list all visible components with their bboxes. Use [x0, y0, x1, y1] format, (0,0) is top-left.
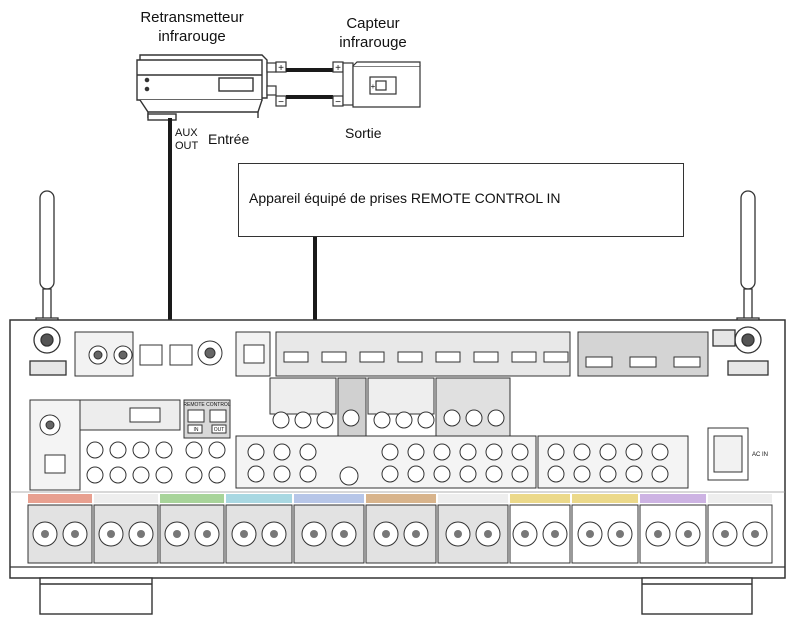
- plus-icon: +: [371, 82, 376, 91]
- ac-in-label: AC IN: [752, 452, 768, 458]
- retransmitter-label-line1: Retransmetteur: [140, 9, 244, 26]
- remote-device-label: Appareil équipé de prises REMOTE CONTROL…: [249, 190, 561, 206]
- antenna-base-right: [712, 326, 769, 376]
- retransmitter-label: Retransmetteur infrarouge: [117, 8, 267, 46]
- speaker-label-bands: [28, 494, 772, 503]
- aux-label: AUX: [175, 127, 198, 139]
- sensor-wires: [286, 68, 333, 99]
- minus-icon: −: [278, 97, 284, 108]
- speaker-post-centers: [41, 530, 759, 538]
- in-jack-label: IN: [194, 427, 199, 433]
- minus-icon: −: [335, 97, 341, 108]
- remote-device-box: Appareil équipé de prises REMOTE CONTROL…: [238, 163, 684, 237]
- sensor-label: Capteur infrarouge: [318, 14, 428, 52]
- aux-out-label: AUX OUT: [175, 127, 198, 153]
- center-round-jacks: [247, 409, 669, 486]
- plus-icon: +: [278, 63, 284, 74]
- ir-sensor: [332, 61, 421, 108]
- out-label: OUT: [175, 140, 199, 152]
- input-label: Entrée: [208, 131, 250, 147]
- plus-icon: +: [335, 63, 341, 74]
- antenna-base-left: [29, 326, 67, 376]
- sensor-label-line1: Capteur: [346, 15, 400, 32]
- output-label: Sortie: [345, 125, 382, 141]
- retransmitter-label-line2: infrarouge: [158, 28, 226, 45]
- antenna-icon: [736, 190, 760, 327]
- hdmi-bank: [275, 331, 709, 377]
- antenna-icon: [35, 190, 59, 327]
- ir-retransmitter: [136, 54, 268, 121]
- remote-control-jacks: [183, 399, 231, 439]
- out-jack-label: OUT: [214, 427, 225, 433]
- top-left-jacks: [74, 331, 271, 377]
- retransmitter-terminals: [266, 61, 287, 107]
- receiver-feet: [39, 577, 753, 615]
- sensor-label-line2: infrarouge: [339, 34, 407, 51]
- speaker-posts: [32, 521, 768, 547]
- remote-control-jack-label: REMOTE CONTROL: [183, 402, 230, 408]
- left-mid-jacks: [29, 399, 226, 491]
